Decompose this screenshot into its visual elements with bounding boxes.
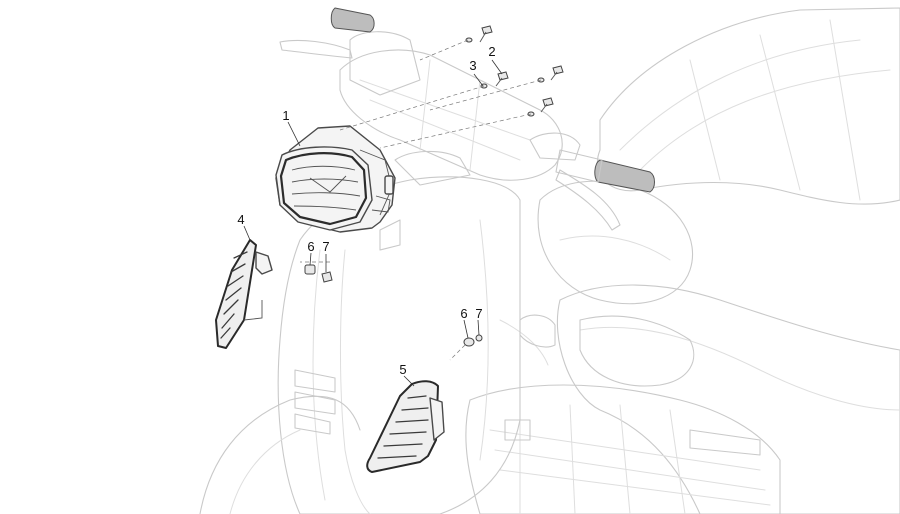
callout-5: 5 [399,362,406,377]
callout-1: 1 [282,108,289,123]
screws-and-washers [465,25,564,117]
fasteners-right [463,334,483,347]
headlamp-assembly [275,125,396,233]
left-grille [215,239,273,349]
right-grip [555,149,655,193]
left-grip [330,7,375,33]
callout-6-right: 6 [460,306,467,321]
callout-2: 2 [488,44,495,59]
callout-labels: 1 2 3 4 5 6 7 6 7 [237,44,495,377]
callout-3: 3 [469,58,476,73]
leader-lines [243,59,503,387]
assembly-lines [300,39,542,361]
callout-6-left: 6 [307,239,314,254]
scooter-outline [199,7,900,514]
callout-4: 4 [237,212,244,227]
fasteners-left [304,264,333,283]
callout-7-left: 7 [322,239,329,254]
callout-7-right: 7 [475,306,482,321]
right-grille [366,380,445,473]
